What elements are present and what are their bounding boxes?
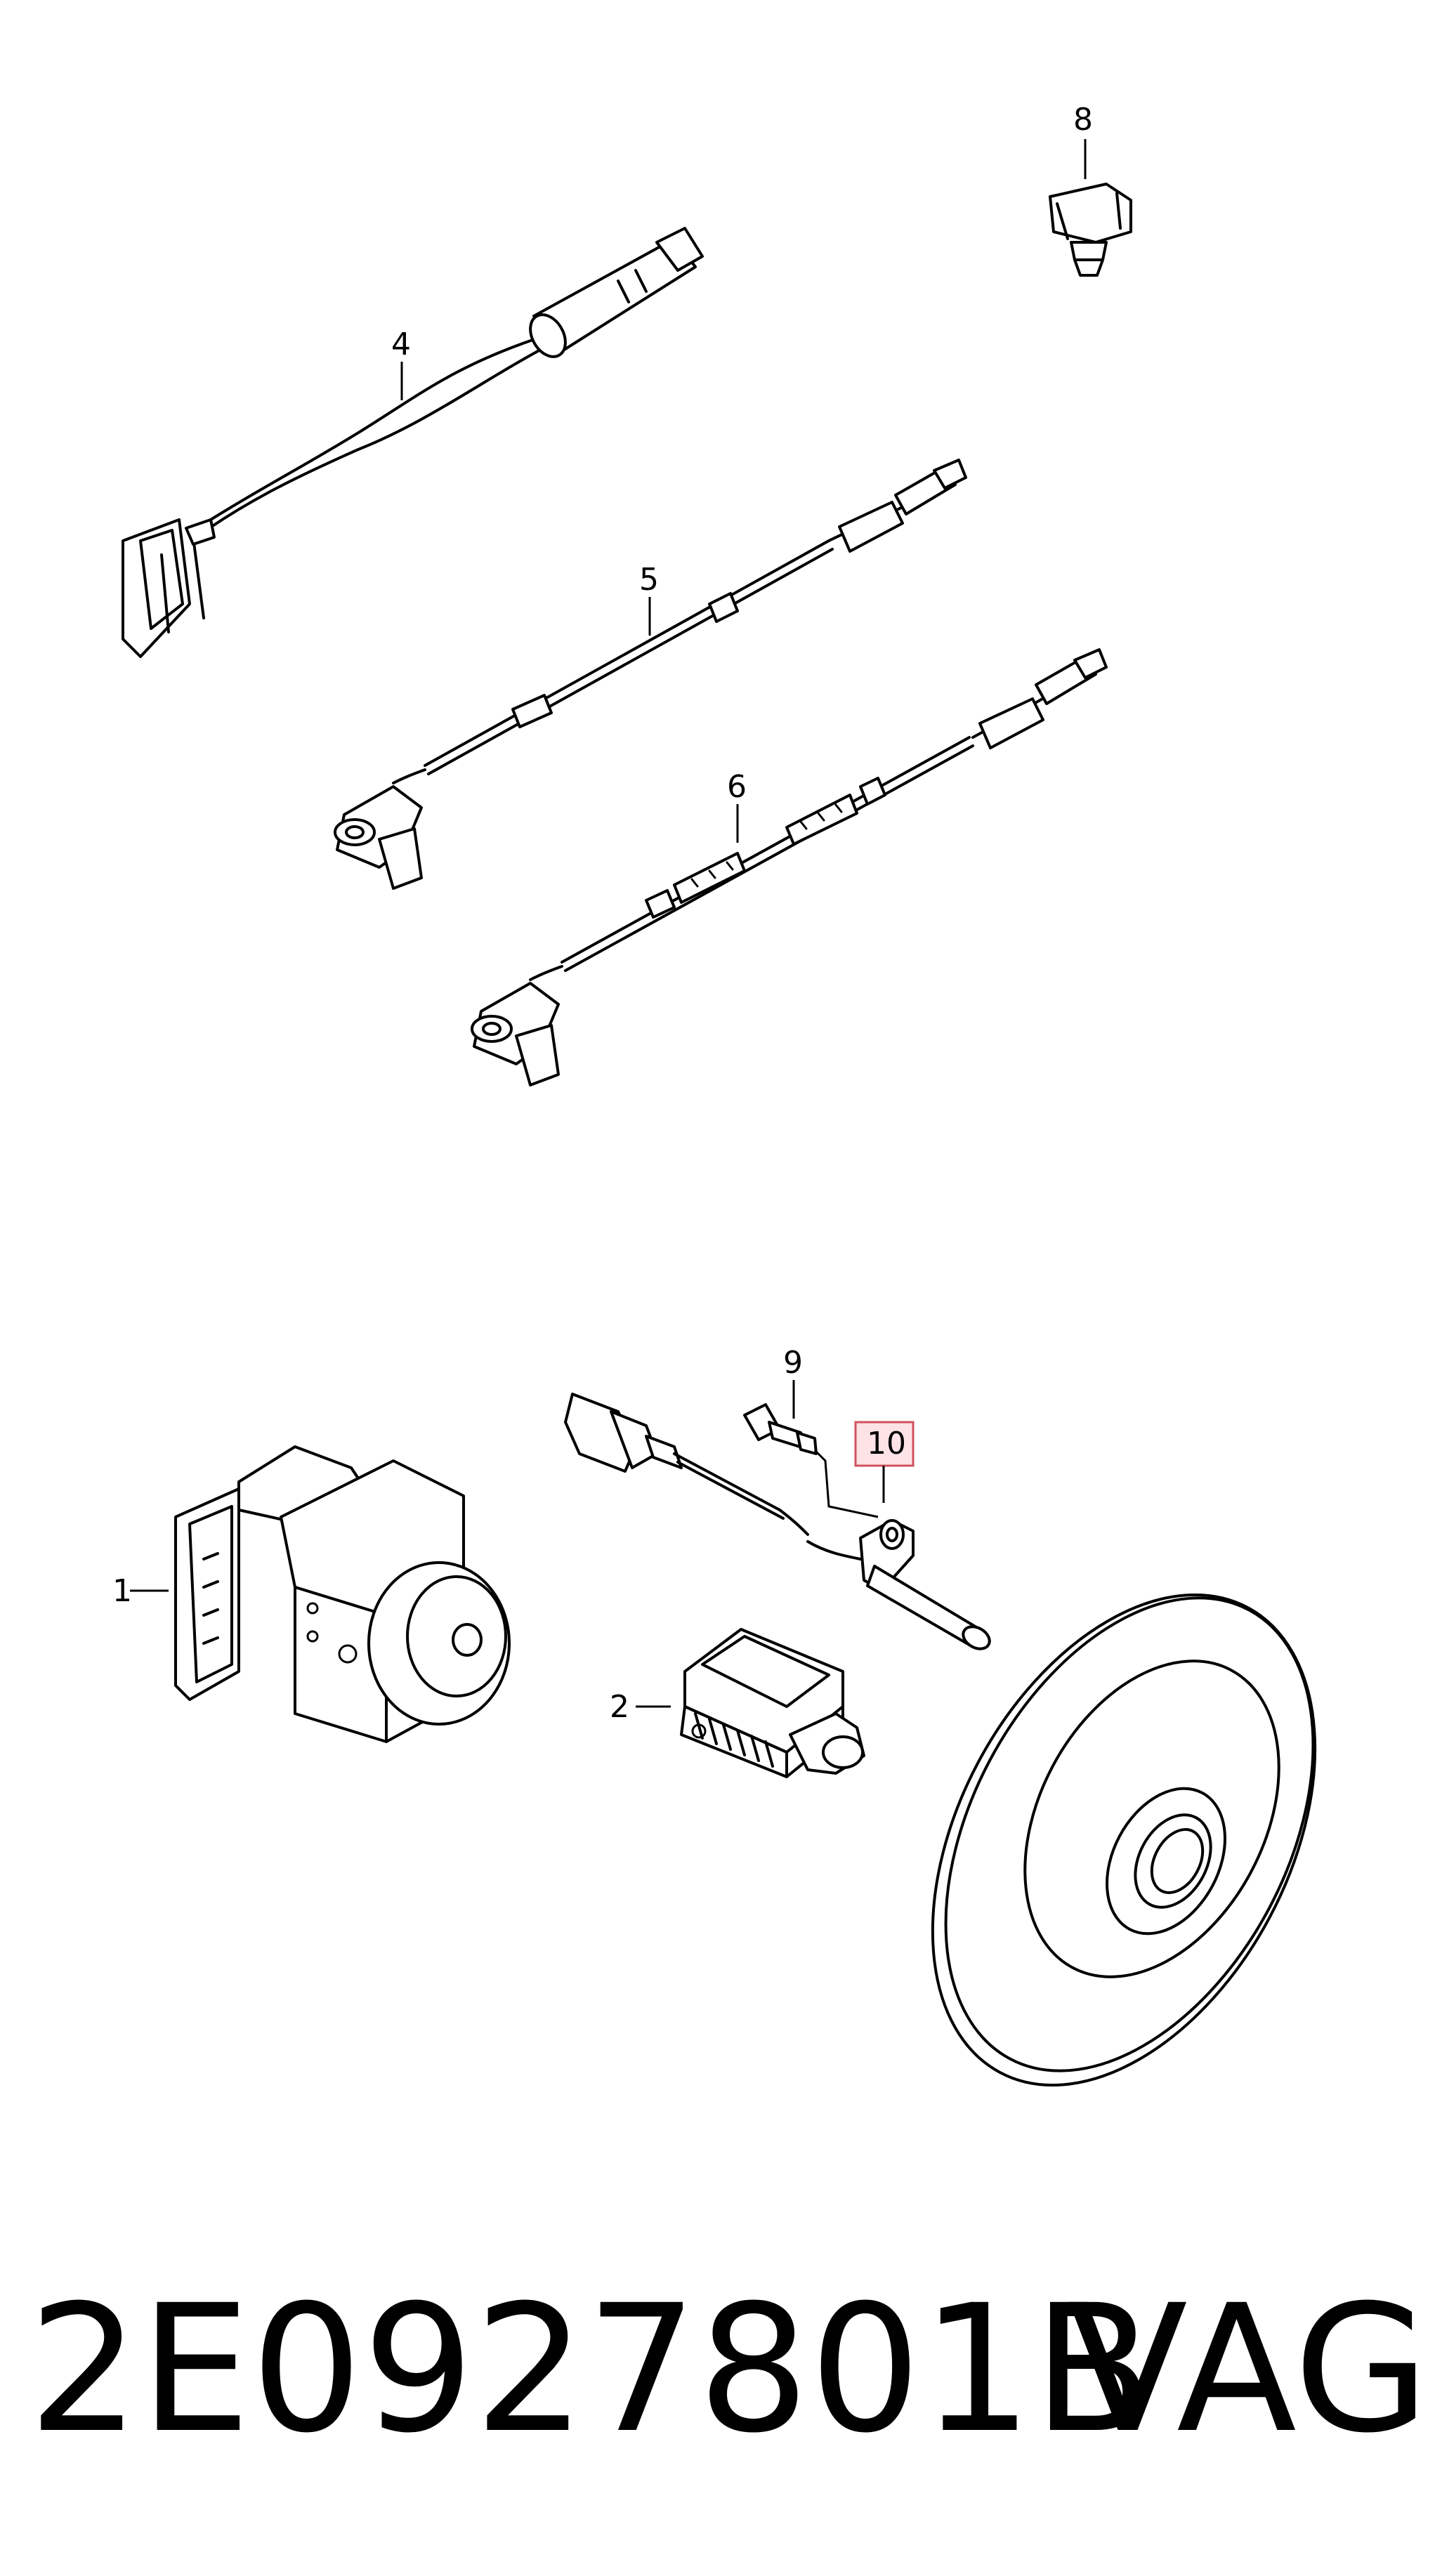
part-8-clip bbox=[1049, 139, 1132, 277]
brand-label: VAG bbox=[1068, 2267, 1429, 2471]
brake-disc bbox=[931, 1593, 1317, 2087]
callout-5: 5 bbox=[639, 562, 659, 598]
part-2-sensor bbox=[636, 1628, 865, 1778]
part-9-bolt bbox=[743, 1380, 818, 1455]
callout-8: 8 bbox=[1073, 102, 1093, 138]
callout-2: 2 bbox=[610, 1689, 629, 1725]
part-1-abs-unit bbox=[130, 1445, 511, 1743]
callout-6: 6 bbox=[727, 769, 747, 805]
callout-9: 9 bbox=[783, 1345, 803, 1381]
part-6-speed-sensor bbox=[471, 648, 1108, 1086]
callout-10: 10 bbox=[867, 1426, 906, 1461]
callout-4: 4 bbox=[391, 327, 411, 362]
part-5-speed-sensor bbox=[334, 459, 967, 890]
part-number-label: 2E0927801B bbox=[28, 2267, 1153, 2471]
part-10-speed-sensor bbox=[564, 1393, 991, 1650]
part-4-wear-sensor bbox=[122, 227, 704, 658]
callout-1: 1 bbox=[112, 1573, 132, 1609]
